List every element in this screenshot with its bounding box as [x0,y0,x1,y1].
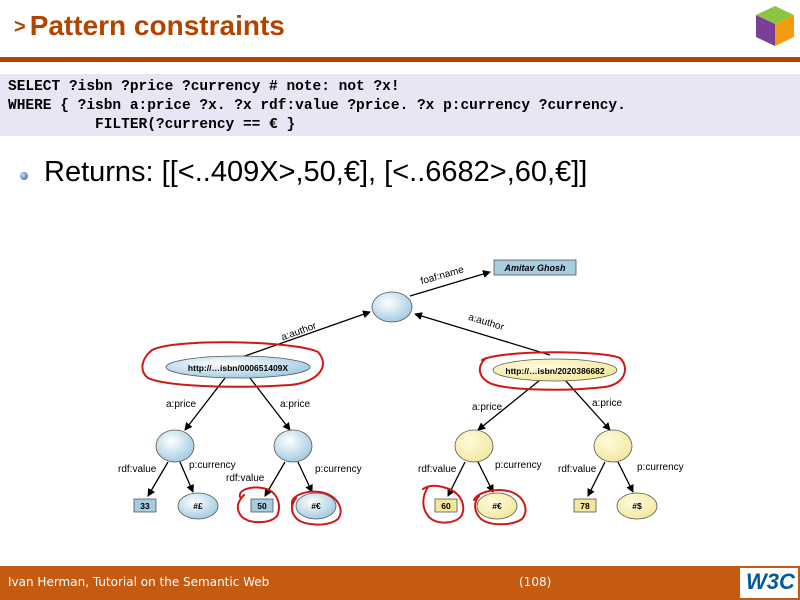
edge-label-currency: p:currency [495,460,542,471]
price-node [454,429,494,463]
edge-label-value: rdf:value [418,464,457,475]
currency-label: #€ [492,501,502,511]
w3c-cube-icon [756,6,794,46]
highlight-value-50 [236,486,281,524]
author-name-box [493,259,577,276]
currency-label: #€ [311,501,321,511]
currency-node [177,492,219,520]
currency-label: #$ [632,501,642,511]
edge-label-value: rdf:value [558,464,597,475]
slide-title: >Pattern constraints [14,10,285,42]
title-marker: > [14,16,26,38]
currency-node [476,492,518,520]
code-line: WHERE { ?isbn a:price ?x. ?x rdf:value ?… [8,98,626,114]
edge-label-author: a:author [280,320,319,343]
returns-text: Returns: [[<..409X>,50,€], [<..6682>,60,… [44,156,588,188]
edge-label-price: a:price [280,399,310,410]
value-label: 78 [580,501,590,511]
edge-label-price: a:price [472,402,502,413]
footer-author: Ivan Herman, Tutorial on the Semantic We… [8,575,270,589]
price-node [155,429,195,463]
value-label: 60 [441,501,451,511]
value-box [133,498,157,513]
highlight-currency-left [290,490,342,526]
isbn-left-label: http://…isbn/000651409X [188,363,288,373]
highlight-isbn-left [141,341,324,388]
highlight-isbn-right [478,351,626,391]
edge-label-currency: p:currency [637,462,684,473]
edge-label-value: rdf:value [118,464,157,475]
bullet-icon [20,172,28,180]
author-node [371,291,413,323]
isbn-left-node [165,355,311,379]
price-node [273,429,313,463]
sparql-code-block: SELECT ?isbn ?price ?currency # note: no… [0,74,800,136]
isbn-right-node [492,358,618,382]
slide-title-text: Pattern constraints [29,10,285,41]
edge-label-foaf-name: foaf:name [419,264,465,287]
highlight-currency-right [473,489,527,526]
currency-node [616,492,658,520]
value-box [573,498,597,513]
currency-label: #£ [193,501,203,511]
author-name: Amitav Ghosh [503,263,566,273]
code-line: FILTER(?currency == € } [8,117,296,133]
value-box [250,498,274,513]
edge-label-currency: p:currency [315,464,362,475]
edge-label-price: a:price [166,399,196,410]
code-line: SELECT ?isbn ?price ?currency # note: no… [8,79,400,95]
title-rule [0,57,800,62]
edge-label-value: rdf:value [226,473,265,484]
price-node [593,429,633,463]
w3c-logo-text: W3C [746,569,795,594]
edge-label-currency: p:currency [189,460,236,471]
value-box [434,498,458,513]
currency-node [295,492,337,520]
edge-label-price: a:price [592,398,622,409]
footer-bar: Ivan Herman, Tutorial on the Semantic We… [0,566,800,600]
w3c-logo: W3C [740,568,798,598]
isbn-right-label: http://…isbn/2020386682 [505,366,604,376]
page-number: (108) [519,575,552,589]
value-label: 33 [140,501,150,511]
value-label: 50 [257,501,267,511]
edge-label-author: a:author [467,312,506,333]
highlight-value-60 [422,484,465,524]
